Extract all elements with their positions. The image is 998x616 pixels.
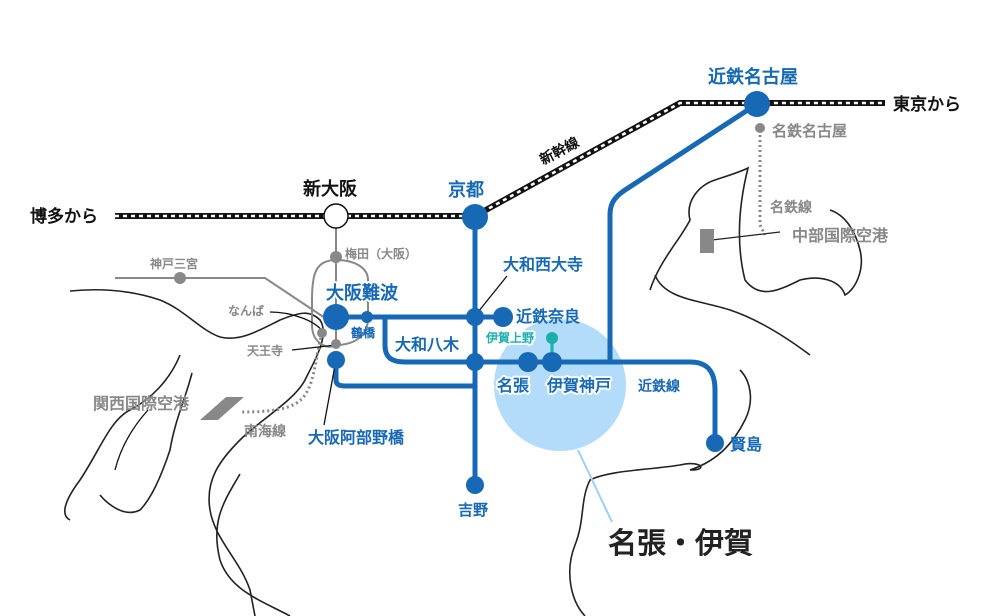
label-meitetsu-nagoya: 名鉄名古屋 [772, 122, 847, 140]
area-label: 名張・伊賀 [608, 526, 753, 560]
label-kintetsu-nara: 近鉄奈良 [516, 307, 580, 326]
station-osaka-namba[interactable] [323, 304, 349, 330]
label-tennoji: 天王寺 [247, 343, 283, 358]
label-kintetsu-nagoya: 近鉄名古屋 [708, 66, 798, 88]
station-yamato-yagi[interactable] [466, 353, 484, 371]
nabari-iga-area [494, 319, 626, 451]
station-meitetsu-nagoya[interactable] [755, 123, 765, 133]
label-kobe-sannomiya: 神戸三宮 [150, 256, 198, 271]
label-kansai-airport: 関西国際空港 [93, 394, 190, 413]
shinkansen-line [115, 100, 885, 219]
station-kyoto[interactable] [462, 204, 488, 230]
station-iga-kambe[interactable] [542, 352, 562, 372]
station-iga-ueno[interactable] [546, 332, 558, 344]
station-osaka-abenobashi[interactable] [327, 351, 345, 369]
other-lines [115, 130, 781, 414]
chubu-airport-icon [700, 229, 714, 253]
label-kyoto: 京都 [448, 179, 484, 201]
station-kobe-sannomiya[interactable] [174, 272, 186, 284]
station-umeda[interactable] [330, 251, 342, 263]
station-tsuruhashi[interactable] [361, 311, 373, 323]
station-namba[interactable] [317, 328, 327, 338]
line-meitetsu-label: 名鉄線 [770, 199, 812, 216]
direction-hakata: 博多から [30, 206, 98, 227]
label-iga-ueno: 伊賀上野 [485, 330, 534, 345]
label-nabari: 名張 [497, 376, 530, 395]
label-yoshino: 吉野 [458, 501, 488, 519]
label-iga-kambe: 伊賀神戸 [546, 376, 611, 395]
label-osaka-namba: 大阪難波 [326, 282, 399, 304]
direction-tokyo: 東京から [893, 94, 961, 115]
coastline [64, 166, 863, 616]
label-umeda: 梅田（大阪） [345, 246, 417, 261]
label-yamato-saidaiji: 大和西大寺 [503, 255, 583, 274]
station-yamato-saidaiji[interactable] [466, 308, 484, 326]
station-kintetsu-nara[interactable] [493, 307, 513, 327]
label-tsuruhashi: 鶴橋 [351, 325, 376, 340]
label-osaka-abenobashi: 大阪阿部野橋 [308, 428, 405, 447]
station-yoshino[interactable] [466, 476, 484, 494]
label-shin-osaka: 新大阪 [303, 178, 358, 200]
station-kashikojima[interactable] [706, 434, 724, 452]
line-nankai-label: 南海線 [244, 423, 286, 440]
station-shin-osaka[interactable] [323, 203, 349, 229]
label-chubu-airport: 中部国際空港 [792, 226, 889, 245]
area-pointer-line [577, 449, 613, 523]
label-yamato-yagi: 大和八木 [395, 335, 460, 354]
station-tennoji[interactable] [331, 339, 341, 349]
line-kintetsu-label: 近鉄線 [638, 378, 680, 395]
label-kashikojima: 賢島 [730, 435, 762, 454]
kansai-airport-icon [200, 397, 244, 420]
station-kintetsu-nagoya[interactable] [744, 91, 770, 117]
label-namba: なんば [228, 303, 264, 318]
station-nabari[interactable] [518, 352, 538, 372]
